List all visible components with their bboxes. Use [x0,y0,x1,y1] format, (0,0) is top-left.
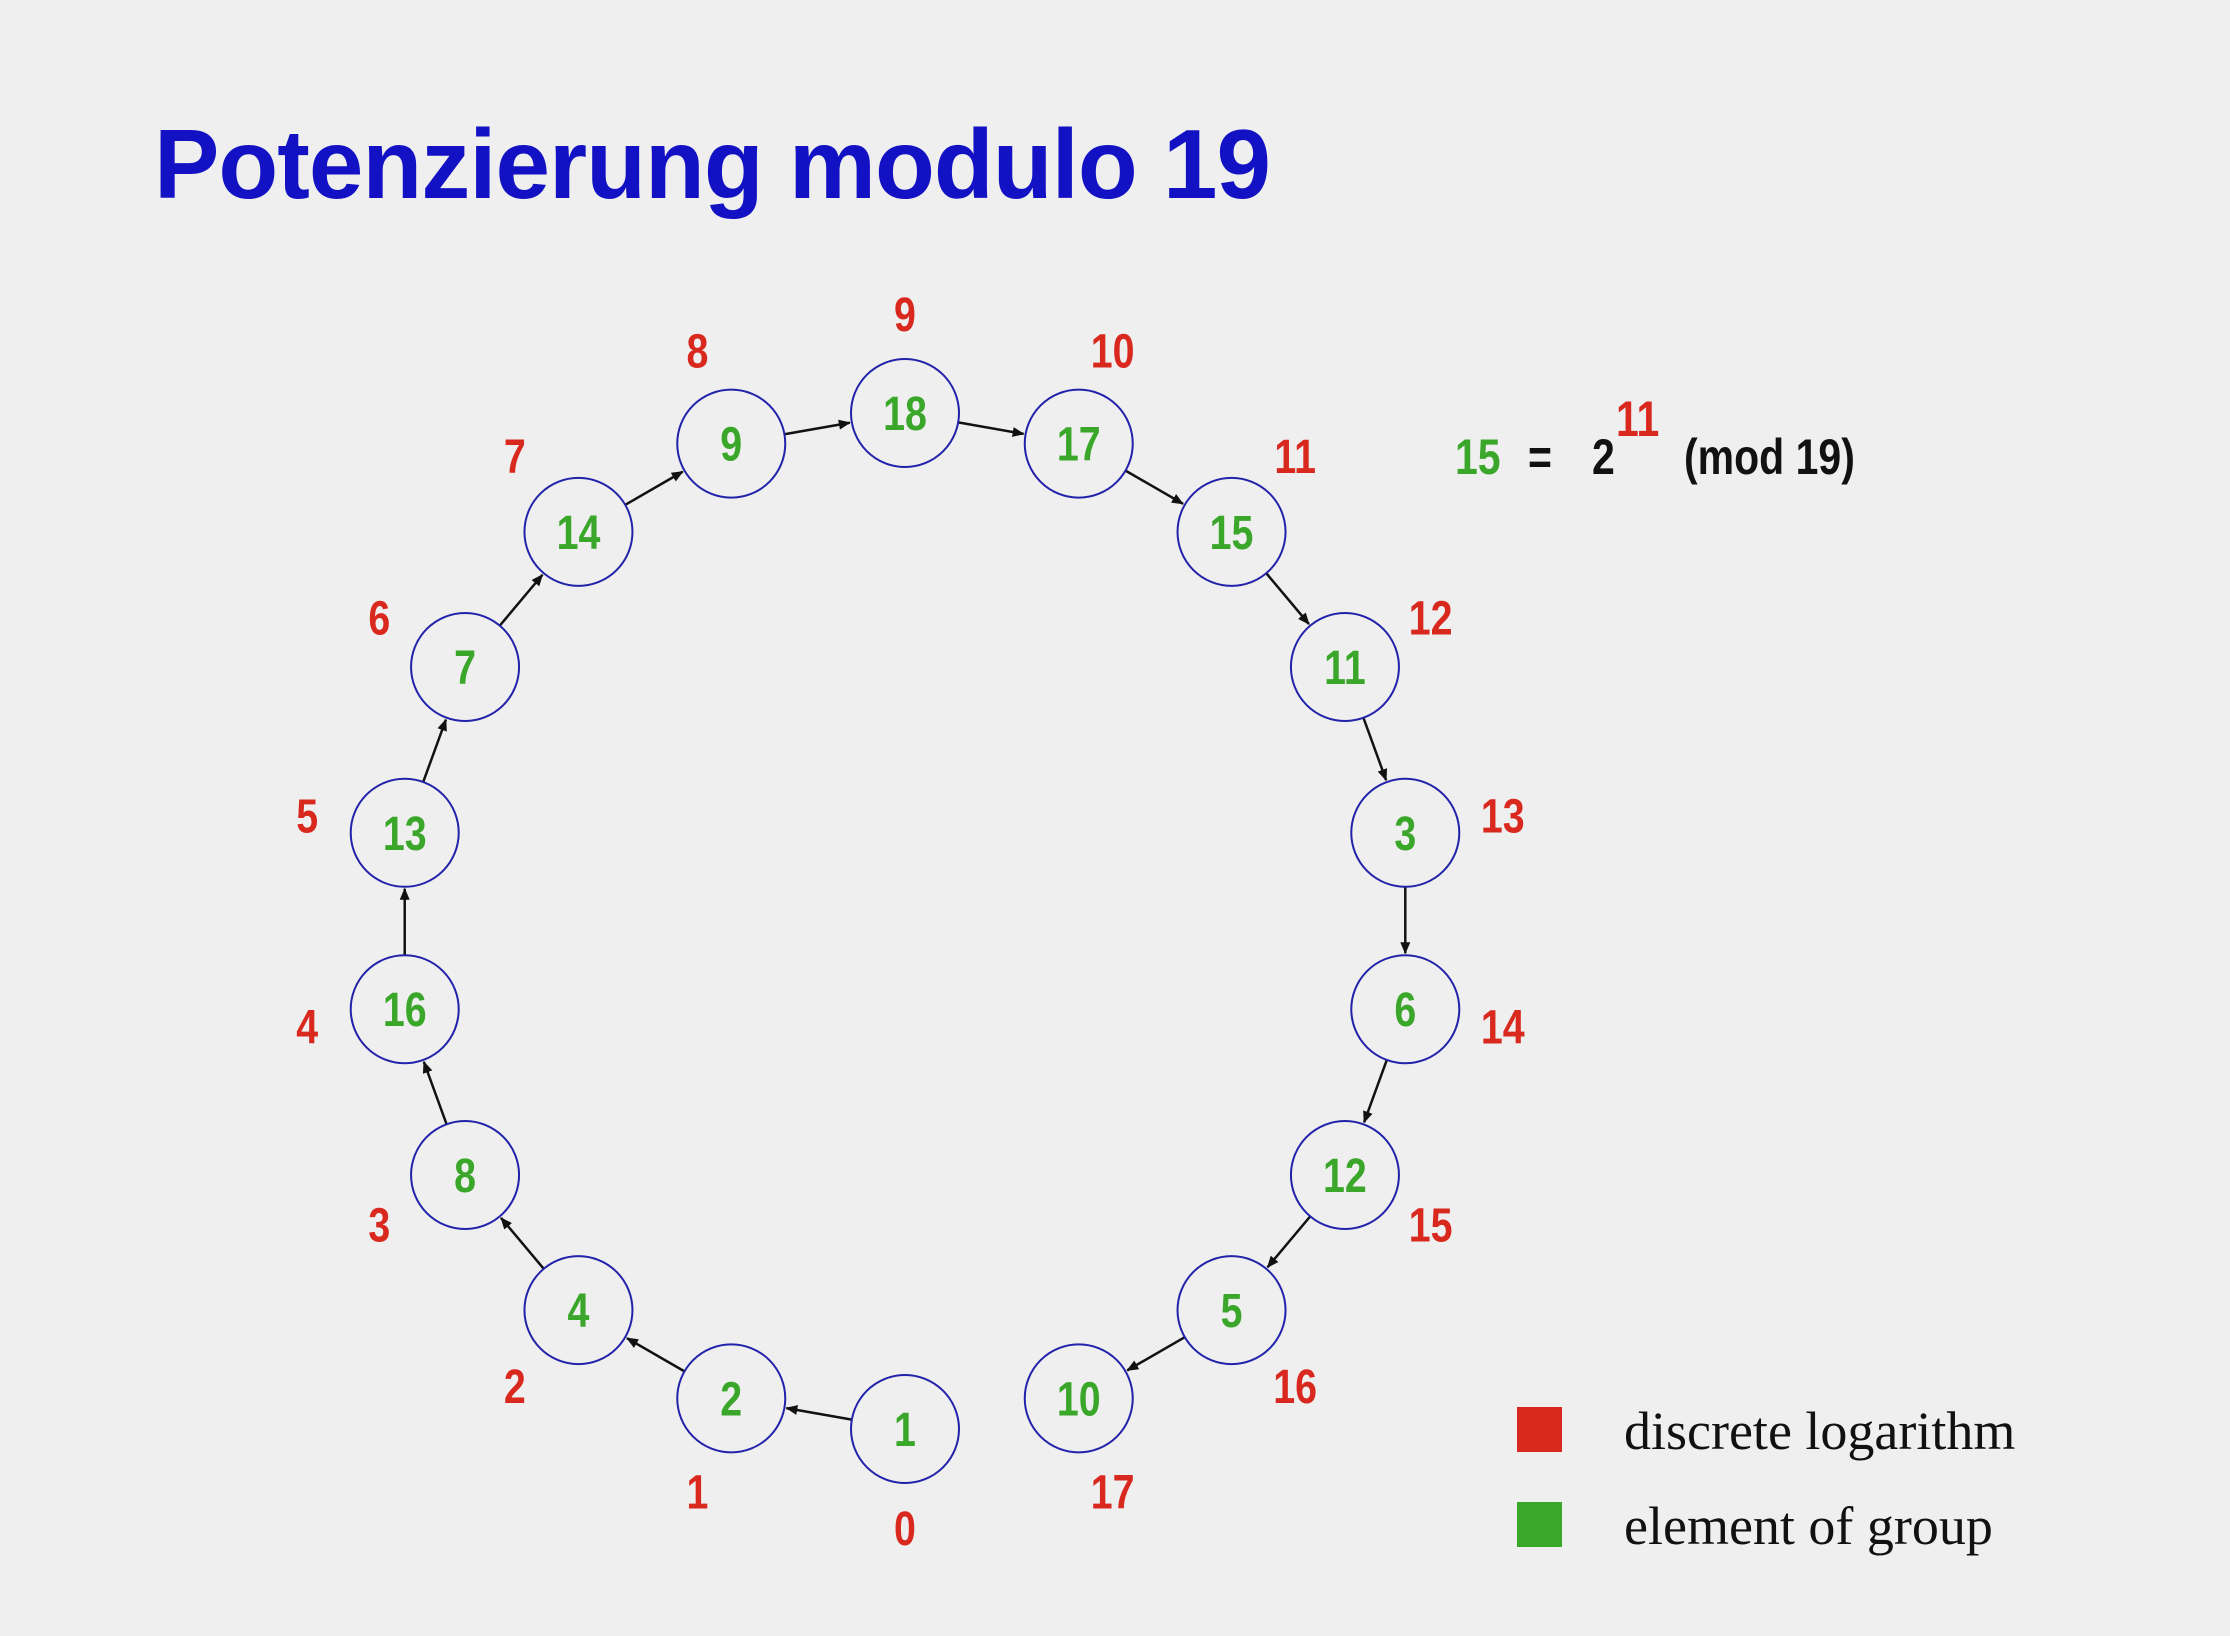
legend-label-log: discrete logarithm [1624,1401,2016,1461]
group-element-label: 8 [454,1149,476,1203]
arrow [1266,1215,1312,1269]
node-circle [676,388,787,499]
arrow [784,419,851,436]
node-circle [850,1374,960,1484]
discrete-log-label: 17 [1091,1466,1135,1520]
node-circle [1176,476,1287,587]
page-title: Potenzierung modulo 19 [154,109,1271,219]
node-circle [1350,777,1461,888]
legend-label-element: element of group [1624,1496,1993,1556]
discrete-log-label: 5 [296,790,318,844]
legend-swatch-log [1517,1407,1562,1452]
group-element-label: 13 [383,807,427,861]
discrete-log-label: 4 [296,1001,318,1055]
node-circle [1289,612,1400,722]
arrow [1362,717,1388,782]
group-element-label: 12 [1323,1149,1367,1203]
arrow [624,470,684,506]
node-circle [349,954,460,1065]
node-circle [1289,1120,1400,1230]
group-element-label: 11 [1324,641,1366,695]
group-element-label: 2 [720,1373,742,1427]
group-element-label: 7 [454,641,476,695]
arrow [785,1405,853,1421]
node-circle [676,1343,787,1454]
discrete-log-label: 14 [1481,1001,1525,1055]
group-element-label: 6 [1394,984,1416,1038]
group-element-label: 10 [1057,1373,1101,1427]
group-element-label: 17 [1057,418,1101,472]
equation-element: 15 [1455,429,1501,485]
node-circle [850,358,960,468]
group-element-label: 3 [1394,807,1416,861]
node-circle [1350,954,1461,1065]
discrete-log-label: 15 [1409,1199,1453,1253]
discrete-log-label: 8 [686,325,708,379]
discrete-log-label: 10 [1091,325,1135,379]
node-circle [349,777,460,888]
discrete-log-label: 12 [1409,592,1453,646]
discrete-log-label: 13 [1481,790,1525,844]
discrete-log-label: 16 [1273,1360,1317,1414]
group-element-label: 5 [1221,1285,1243,1339]
arrow [1124,469,1184,505]
equation-modulus: (mod 19) [1684,429,1855,485]
group-element-label: 15 [1210,506,1254,560]
discrete-log-label: 0 [894,1502,916,1556]
arrow [422,1060,448,1125]
discrete-log-label: 1 [686,1466,708,1520]
discrete-log-label: 3 [368,1199,390,1253]
group-element-label: 18 [883,387,927,441]
node-circle [410,612,521,722]
discrete-log-label: 9 [894,288,916,342]
equation-equals: = [1528,429,1552,485]
arrow [1362,1059,1388,1124]
discrete-log-label: 2 [504,1360,526,1414]
arrow [498,573,544,627]
discrete-log-label: 6 [368,592,390,646]
equation-base: 2 [1592,429,1615,485]
group-element-label: 4 [568,1285,590,1339]
group-element-label: 9 [720,418,742,472]
group-element-label: 1 [894,1403,916,1457]
node-circle [523,1255,634,1366]
arrow [957,421,1025,437]
arrow [626,1337,686,1373]
discrete-log-label: 11 [1274,430,1316,484]
arrow [1265,572,1310,625]
node-circle [1023,388,1134,499]
equation-exponent: 11 [1616,391,1660,447]
node-circle [523,476,634,587]
arrow [500,1217,545,1270]
legend-swatch-element [1517,1502,1562,1547]
arrow [422,718,448,783]
arrow [1126,1336,1186,1372]
discrete-log-label: 7 [504,430,526,484]
node-circle [410,1120,521,1230]
group-element-label: 16 [383,984,427,1038]
node-circle [1023,1343,1134,1454]
group-element-label: 14 [557,506,601,560]
node-circle [1176,1255,1287,1366]
